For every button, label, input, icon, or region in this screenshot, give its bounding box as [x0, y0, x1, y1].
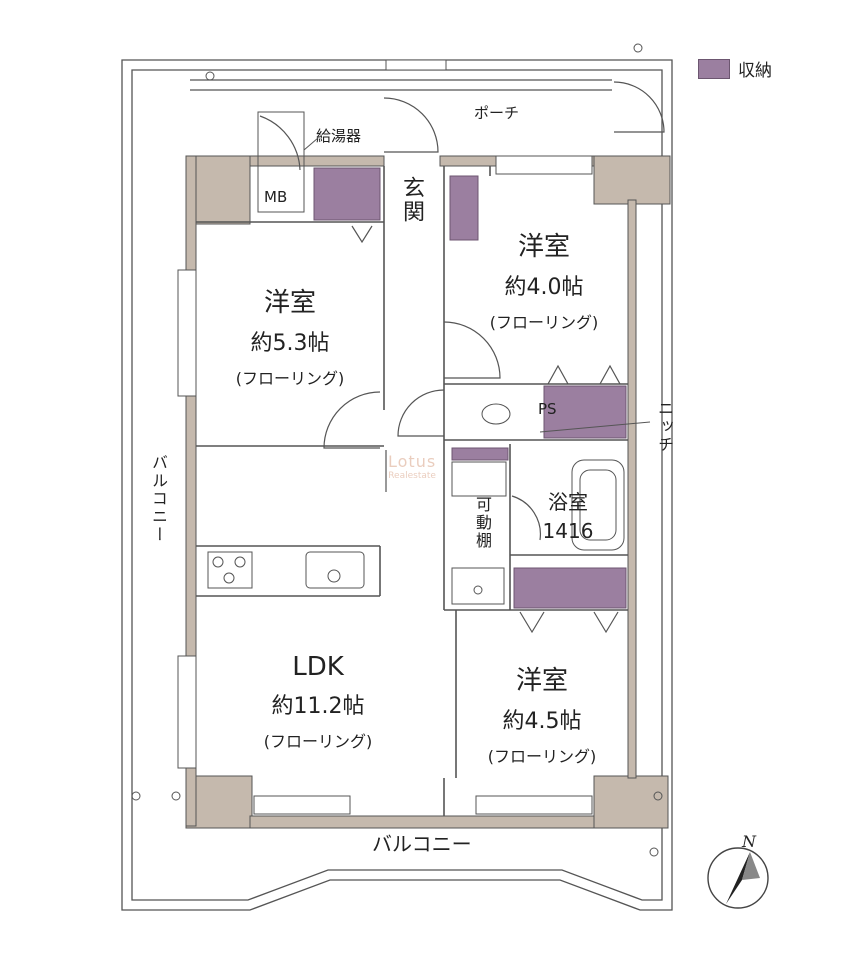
room-bath: 浴室 1416 [543, 486, 594, 543]
room-floor: (フローリング) [235, 369, 345, 388]
balcony-left-label: バルコニー [149, 454, 168, 544]
room-size: 約4.0帖 [504, 275, 584, 300]
watermark-logo: Lotus Realestate [388, 452, 436, 481]
ps-label: PS [538, 400, 557, 418]
entrance-label: 玄関 [399, 176, 424, 224]
movable-shelf-label: 可動棚 [473, 496, 492, 550]
room-name: 洋室 [517, 232, 570, 262]
legend-swatch-storage [698, 58, 730, 79]
porch-label: ポーチ [474, 104, 520, 122]
room-western-a: 洋室 約5.3帖 (フローリング) [236, 282, 345, 389]
room-size: 約11.2帖 [271, 694, 365, 719]
room-floor: (フローリング) [487, 747, 597, 766]
structural-walls [185, 155, 671, 829]
water-heater-box [257, 111, 305, 213]
water-heater-label: 給湯器 [316, 127, 362, 145]
room-name: 洋室 [263, 288, 316, 318]
room-name: 洋室 [515, 666, 568, 696]
legend: 収納 [698, 56, 772, 81]
niche-label: ニッチ [655, 400, 674, 454]
balcony-bottom-label: バルコニー [372, 832, 472, 856]
kitchen-fixtures [207, 551, 365, 589]
room-floor: (フローリング) [489, 313, 599, 332]
room-name: LDK [292, 652, 344, 682]
door-swings [259, 81, 665, 634]
interior-walls [196, 166, 628, 816]
storage-areas [313, 167, 627, 609]
watermark-main: Lotus [388, 452, 437, 471]
legend-label-storage: 収納 [738, 61, 772, 81]
windows [177, 59, 593, 815]
watermark-sub: Realestate [388, 471, 436, 481]
mb-label: MB [264, 188, 288, 206]
niche-leader [539, 421, 651, 433]
compass-north-label: N [742, 832, 756, 851]
compass [707, 847, 769, 909]
room-ldk: LDK 約11.2帖 (フローリング) [264, 652, 373, 752]
room-size: 約4.5帖 [502, 709, 582, 734]
room-floor: (フローリング) [263, 732, 373, 751]
water-heater-leader [303, 137, 319, 151]
column-markers [131, 43, 663, 857]
bath-fixtures [451, 403, 625, 605]
room-western-c: 洋室 約4.5帖 (フローリング) [488, 660, 597, 767]
room-western-b: 洋室 約4.0帖 (フローリング) [490, 226, 599, 333]
room-size: 1416 [542, 519, 594, 543]
balcony-outline [121, 59, 673, 911]
room-name: 浴室 [548, 490, 588, 514]
room-size: 約5.3帖 [250, 331, 330, 356]
